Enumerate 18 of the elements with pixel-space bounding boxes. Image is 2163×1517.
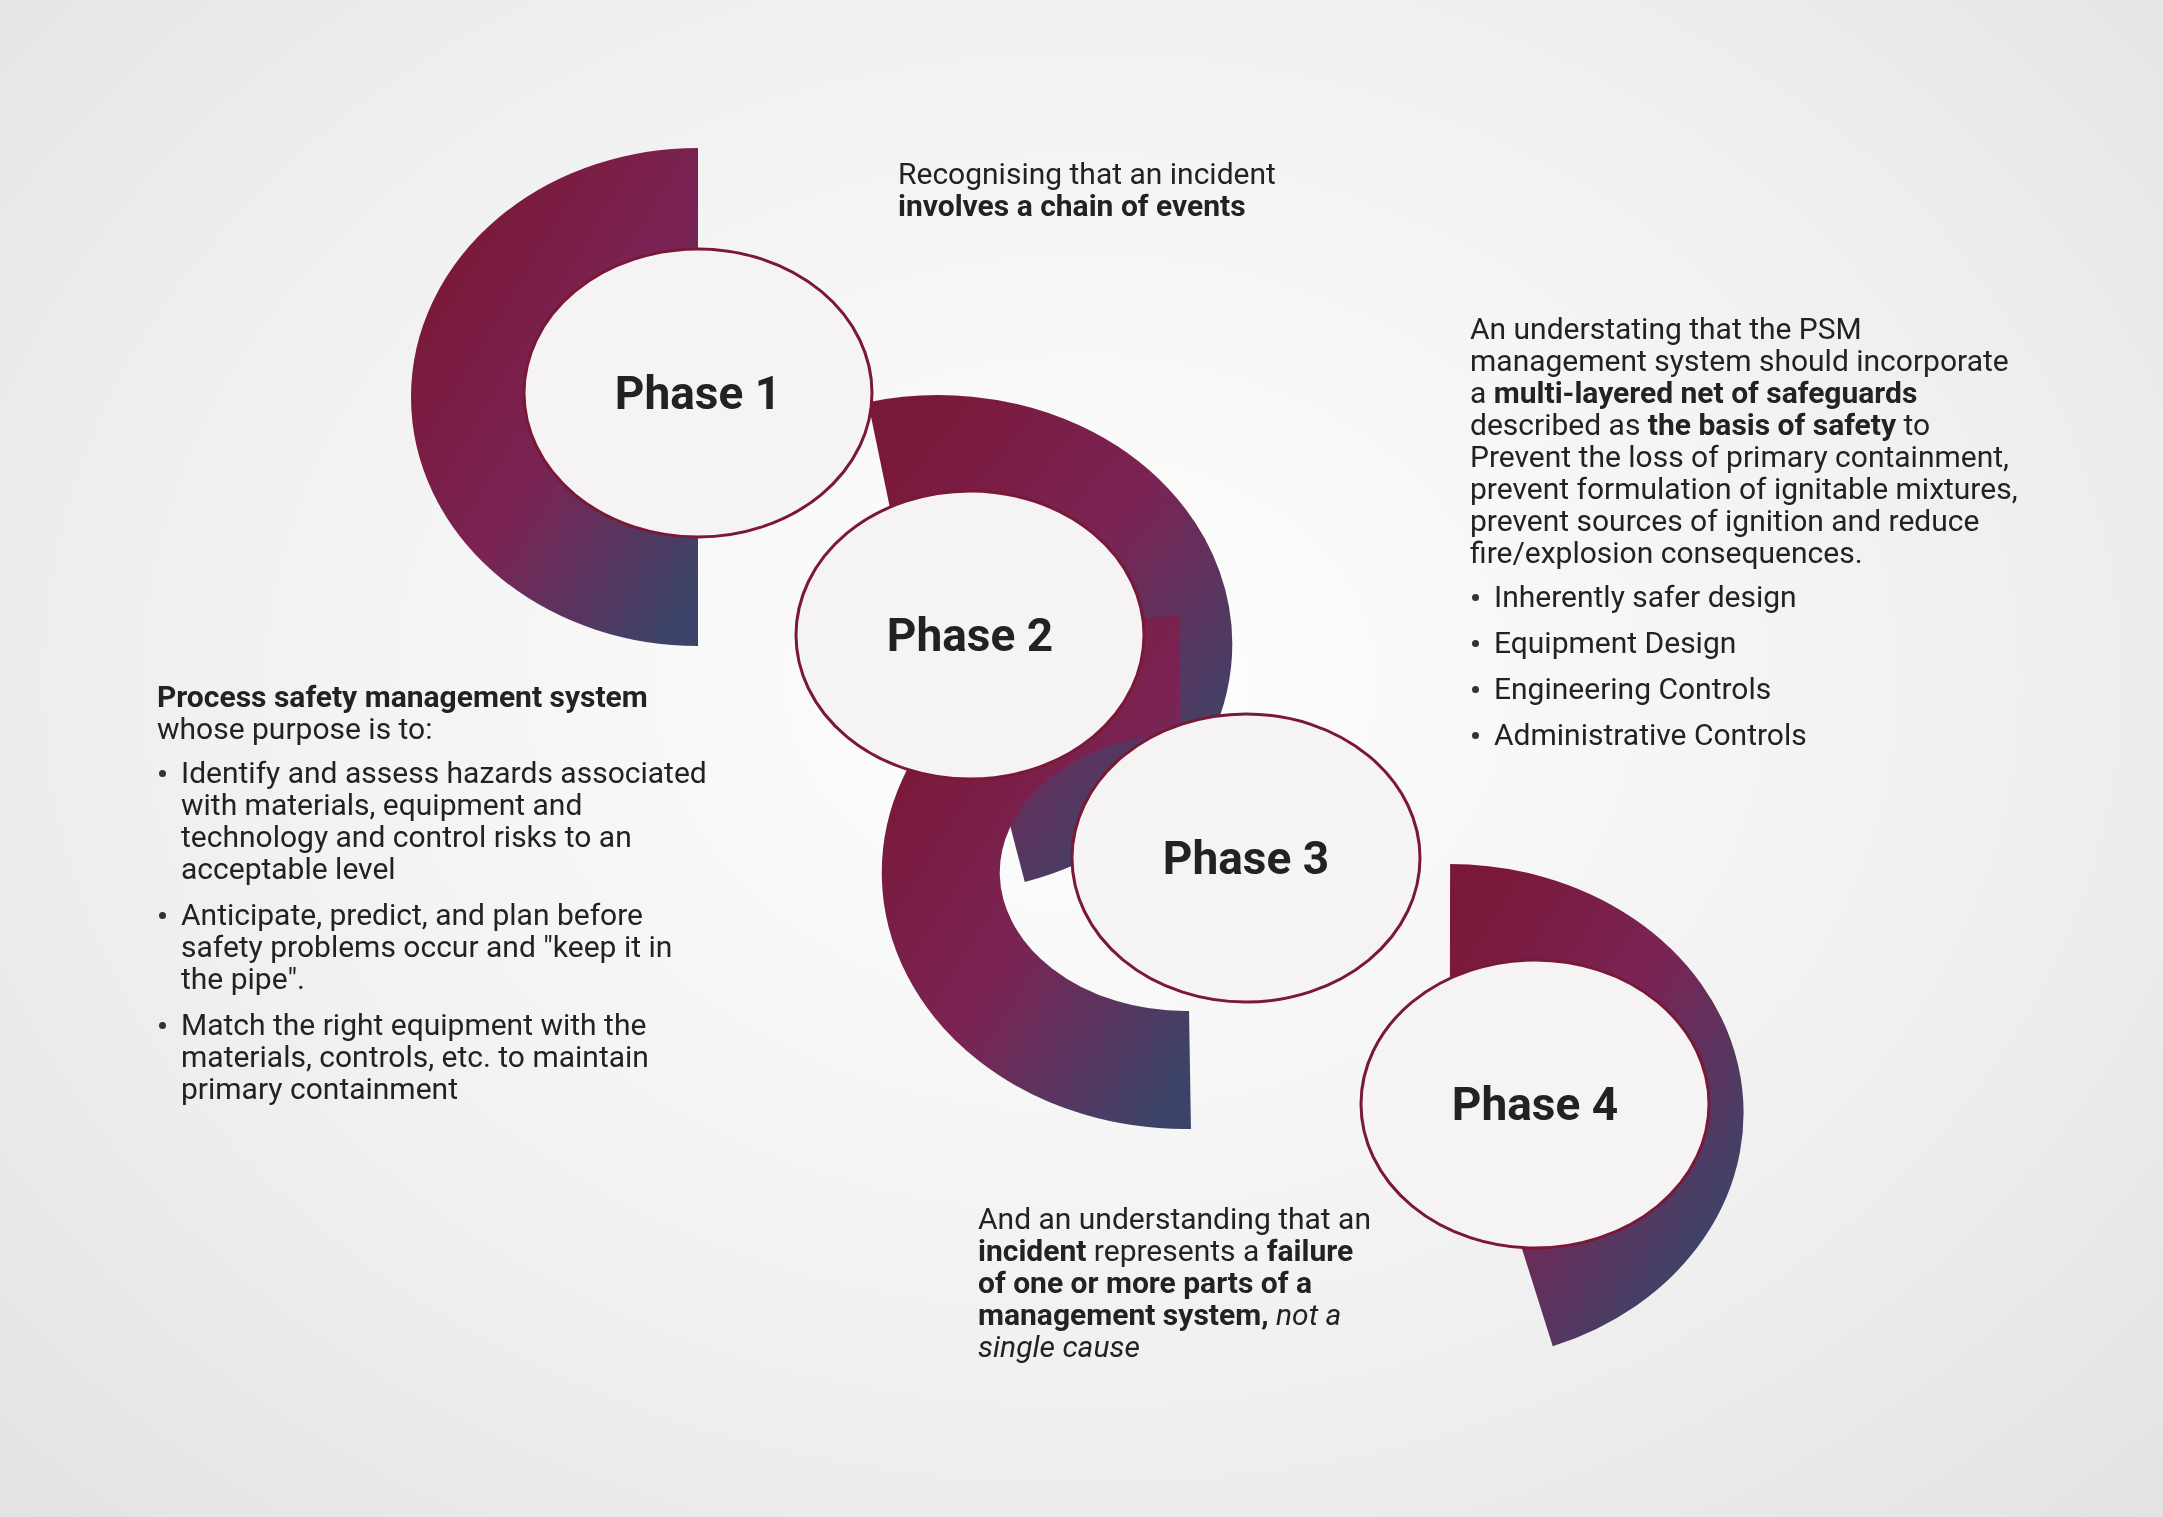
- bullet-text: Equipment Design: [1494, 627, 1738, 659]
- phase-circle: [794, 489, 1146, 781]
- bullet-text: Inherently safer design: [1494, 581, 1798, 613]
- description-text: An understating that the PSM management system should incorporate a multi-layered net of safeguards described as the basis of safety to Prevent the loss of primary containment, prevent formulation of ignitable mixtures, prevent sources of ignition and reduce fire/explosion consequences.: [1470, 313, 2019, 569]
- description-text: Recognising that an incident involves a chain of events: [898, 158, 1277, 222]
- phase-label: Phase 2: [886, 608, 1054, 662]
- phase-label: Phase 3: [1162, 831, 1330, 885]
- phase-circle: [1070, 712, 1422, 1004]
- bullet-text: Match the right equipment with the materials, controls, etc. to maintain primary containment: [181, 1009, 650, 1105]
- bullet-text: Anticipate, predict, and plan before safety problems occur and "keep it in the pipe".: [181, 899, 674, 995]
- phase-label: Phase 1: [614, 366, 782, 420]
- bullet-text: Engineering Controls: [1494, 673, 1773, 705]
- phase-label: Phase 4: [1451, 1077, 1619, 1131]
- description-text: And an understanding that an incident represents a failure of one or more parts of a management system, not a single cause: [978, 1203, 1372, 1363]
- bullet-text: Identify and assess hazards associated with materials, equipment and technology and control risks to an acceptable level: [181, 757, 708, 885]
- phase-circle: [522, 247, 874, 539]
- bullet-text: Administrative Controls: [1494, 719, 1808, 751]
- description-text: Process safety management system whose purpose is to:: [157, 681, 649, 745]
